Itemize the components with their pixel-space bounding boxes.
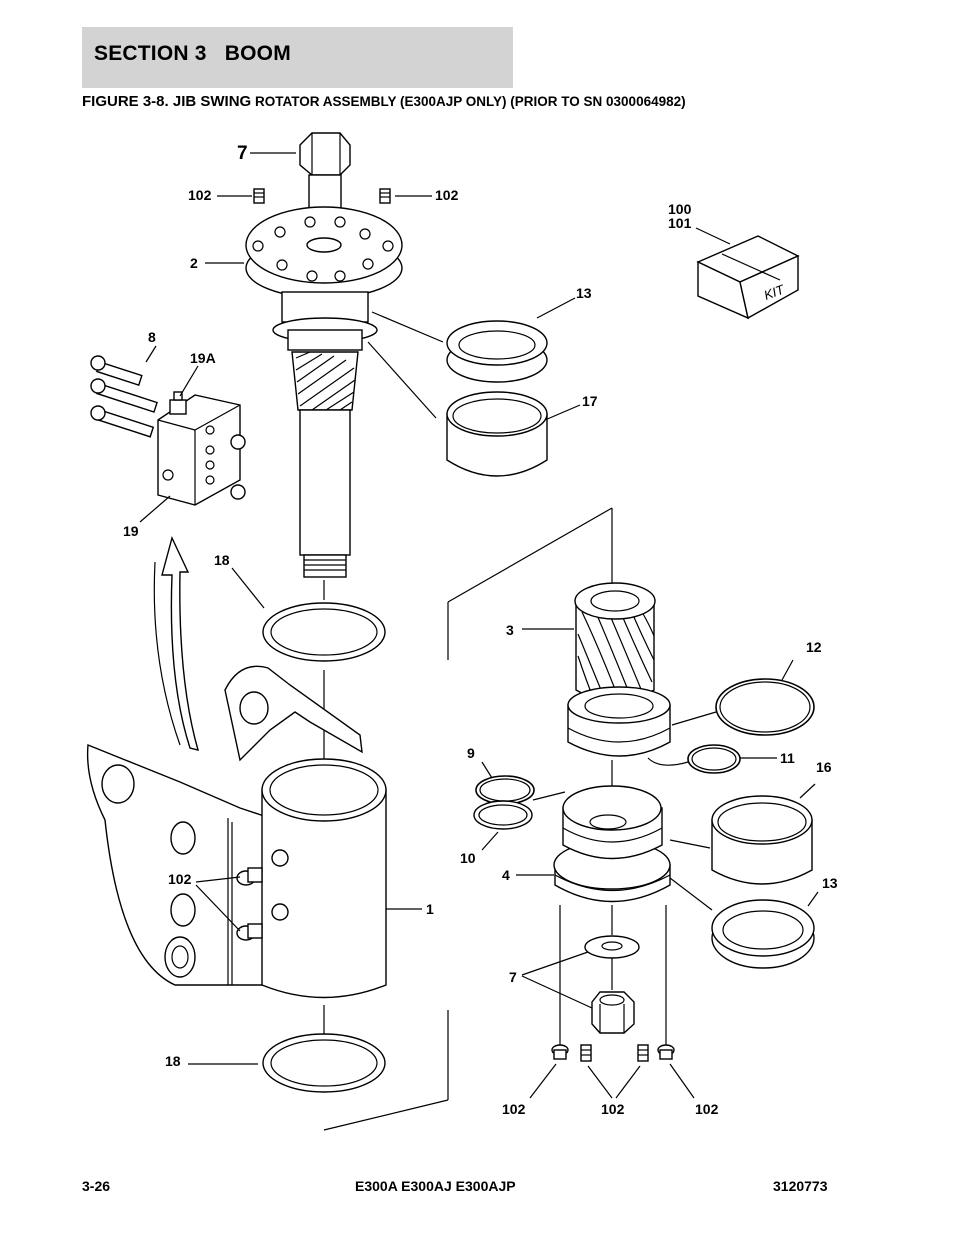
callout-2: 2 xyxy=(190,255,198,271)
rotator-shaft xyxy=(245,132,403,578)
callout-102-top-left: 102 xyxy=(188,187,212,203)
bushing-16 xyxy=(711,795,813,885)
callout-8: 8 xyxy=(148,329,156,345)
bearing-ring-13-top xyxy=(446,320,548,383)
mounting-bolts-8 xyxy=(90,355,158,438)
callout-11: 11 xyxy=(780,750,795,766)
callout-101: 101 xyxy=(668,215,692,231)
callout-102-body: 102 xyxy=(168,871,192,887)
callout-3: 3 xyxy=(506,622,514,638)
section-title: SECTION 3 BOOM xyxy=(94,42,291,65)
o-ring-12 xyxy=(715,678,815,736)
o-ring-9 xyxy=(475,775,535,805)
callout-18-bottom: 18 xyxy=(165,1053,181,1069)
set-screws-body-102 xyxy=(236,867,263,941)
callout-102-bottom-3: 102 xyxy=(695,1101,719,1117)
figure-title: FIGURE 3-8. JIB SWING ROTATOR ASSEMBLY (… xyxy=(82,93,686,110)
seal-18-top xyxy=(262,602,386,662)
callout-19: 19 xyxy=(123,523,139,539)
hex-nut-7 xyxy=(591,991,635,1034)
backup-ring-10 xyxy=(473,800,533,830)
callout-102-top-right: 102 xyxy=(435,187,459,203)
leader-lines xyxy=(139,152,819,1099)
bearing-ring-13-bottom xyxy=(711,899,815,969)
housing-cylinder-1 xyxy=(261,758,387,999)
callout-7-top: 7 xyxy=(237,143,248,164)
end-cap-4 xyxy=(553,785,671,903)
housing-bracket xyxy=(86,665,363,986)
callout-19a: 19A xyxy=(190,350,216,366)
helical-gear-3 xyxy=(567,582,671,757)
set-screw-top-right xyxy=(379,188,391,204)
o-ring-11 xyxy=(687,744,741,774)
callout-1: 1 xyxy=(426,901,434,917)
assembly-arrow xyxy=(153,535,200,751)
valve-block xyxy=(157,391,246,506)
callout-102-bottom-2: 102 xyxy=(601,1101,625,1117)
callout-12: 12 xyxy=(806,639,822,655)
callout-10: 10 xyxy=(460,850,476,866)
footer-page-number: 3-26 xyxy=(82,1178,111,1194)
callout-102-bottom-1: 102 xyxy=(502,1101,526,1117)
callout-13-top: 13 xyxy=(576,285,592,301)
callout-16: 16 xyxy=(816,759,832,775)
callouts: 7 102 102 2 100 101 13 8 19A 17 19 18 3 … xyxy=(123,143,838,1117)
figure-title-lead: FIGURE 3-8. JIB SWING xyxy=(82,93,252,110)
callout-4: 4 xyxy=(502,867,510,883)
callout-9: 9 xyxy=(467,745,475,761)
section-banner: SECTION 3 BOOM xyxy=(82,27,513,88)
callout-18-top: 18 xyxy=(214,552,230,568)
set-screw-top-left xyxy=(253,188,265,204)
callout-100: 100 xyxy=(668,201,692,217)
callout-17: 17 xyxy=(582,393,598,409)
callout-13-bottom: 13 xyxy=(822,875,838,891)
washer-7 xyxy=(584,935,640,959)
callout-7-bottom: 7 xyxy=(509,969,517,985)
kit-label: KIT xyxy=(762,281,787,302)
bushing-17 xyxy=(446,391,548,477)
kit-box: KIT xyxy=(696,235,800,320)
seal-18-bottom xyxy=(262,1033,386,1093)
figure-title-rest: ROTATOR ASSEMBLY (E300AJP ONLY) (PRIOR T… xyxy=(251,94,686,109)
set-screws-bottom-102 xyxy=(551,1044,675,1062)
footer-doc-number: 3120773 xyxy=(773,1178,828,1194)
footer-models: E300A E300AJ E300AJP xyxy=(355,1178,516,1194)
